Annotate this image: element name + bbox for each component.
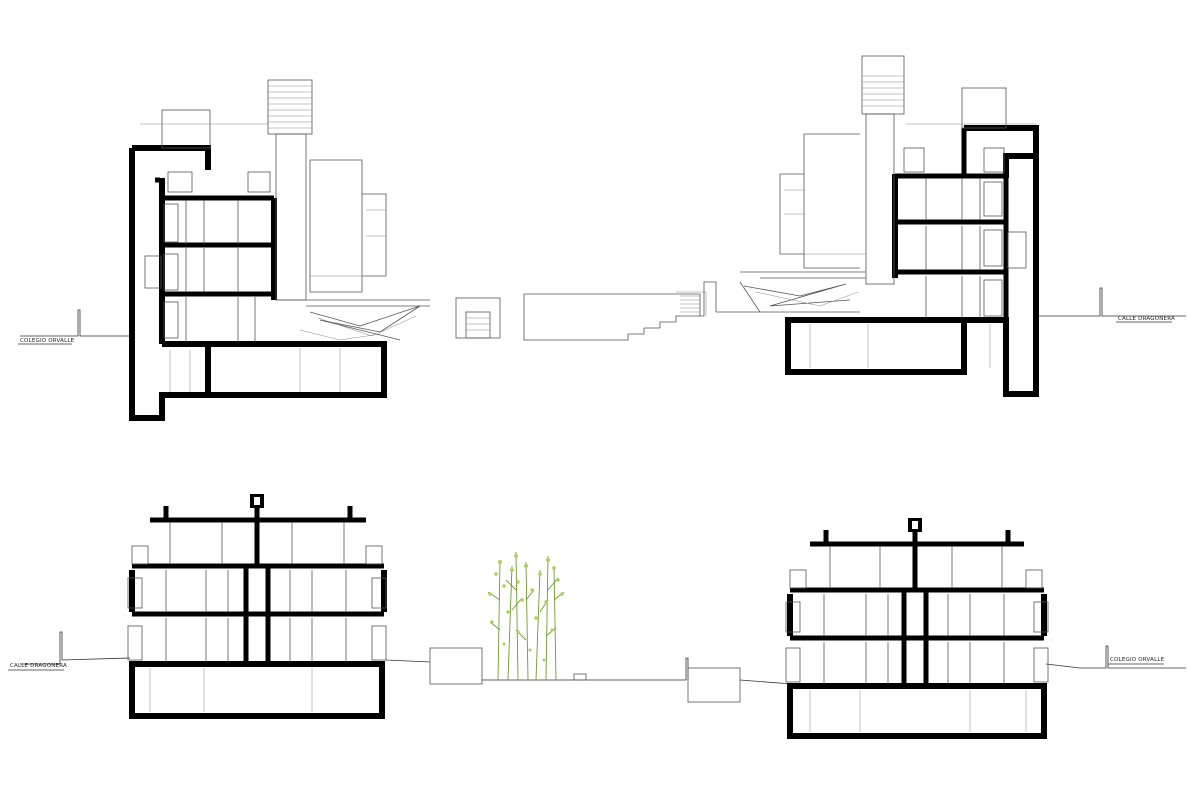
- basement-room: [785, 317, 967, 375]
- planter-box: [687, 667, 741, 703]
- section-bottom-right: COLEGIO ORVALLE: [785, 518, 1186, 739]
- core-walls: [243, 566, 271, 664]
- interior-lines: [127, 522, 387, 712]
- ramp-structure: [276, 297, 501, 341]
- street-label-calle-dragonera: CALLE DRAGONERA: [1118, 316, 1175, 322]
- bamboo-trees: [487, 551, 565, 681]
- roof-slab: [132, 145, 211, 170]
- basement-room: [129, 661, 385, 719]
- basement-room: [205, 341, 387, 398]
- building-outline: [964, 153, 1039, 397]
- interior-lines: [809, 178, 1027, 368]
- interior-lines: [144, 200, 341, 392]
- ground-line: [1036, 287, 1186, 317]
- ground-line: [1045, 645, 1186, 669]
- upper-volumes: [779, 55, 1036, 285]
- side-walls: [129, 570, 387, 612]
- upper-volumes: [140, 79, 387, 301]
- section-top-left: COLEGIO ORVALLE: [18, 79, 760, 421]
- core-walls: [901, 590, 929, 686]
- ramp-structure: [739, 271, 866, 313]
- roof-slab: [964, 125, 1039, 156]
- interior-lines: [785, 546, 1049, 732]
- parapets: [823, 530, 1011, 544]
- section-bottom-left: CALLE DRAGONERA: [8, 494, 793, 719]
- section-top-right: CALLE DRAGONERA: [739, 55, 1186, 397]
- parapets: [163, 506, 353, 520]
- basement-room: [787, 683, 1047, 739]
- street-label-colegio-orvalle: COLEGIO ORVALLE: [1110, 657, 1165, 663]
- side-walls: [787, 594, 1047, 636]
- garden-feature: [573, 673, 587, 681]
- planter-box: [429, 647, 483, 685]
- terrace-steps: [523, 281, 760, 341]
- ground-line: [20, 631, 131, 665]
- ground-line-garden: [482, 657, 689, 681]
- street-label-calle-dragonera: CALLE DRAGONERA: [10, 663, 67, 669]
- ground-line: [20, 309, 132, 337]
- street-label-colegio-orvalle: COLEGIO ORVALLE: [20, 338, 75, 344]
